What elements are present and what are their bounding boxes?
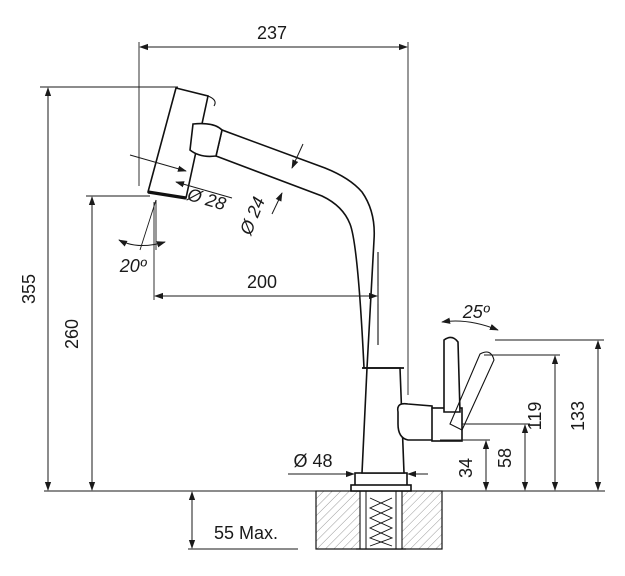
overall-width-label: 237 — [257, 23, 287, 43]
head-angle-label: 20º — [119, 256, 148, 276]
lever — [396, 336, 495, 442]
spout-height-label: 260 — [62, 319, 82, 349]
dim-spout-height: 260 — [62, 195, 150, 491]
dim-base-diameter: Ø 48 — [288, 451, 428, 478]
lever-height-58-label: 58 — [495, 448, 515, 468]
spout-diameter-label: Ø 24 — [235, 194, 269, 239]
lever-height-34-label: 34 — [456, 458, 476, 478]
head-diameter-label: Ø 28 — [184, 184, 228, 214]
lever-height-119-label: 119 — [525, 402, 545, 431]
overall-height-label: 355 — [19, 274, 39, 304]
dim-counter-thickness: 55 Max. — [188, 491, 298, 550]
faucet-body — [215, 128, 412, 492]
dim-spout-reach: 200 — [153, 202, 379, 304]
dim-head-angle: 20º — [118, 199, 166, 276]
base-diameter-label: Ø 48 — [293, 451, 332, 471]
spout-reach-label: 200 — [247, 272, 277, 292]
counter-thickness-label: 55 Max. — [214, 523, 278, 543]
dim-overall-height: 355 — [19, 86, 178, 491]
dim-lever-angle: 25º — [441, 302, 499, 331]
dim-lever-heights: 133 119 58 34 — [440, 339, 604, 491]
countertop — [315, 490, 443, 550]
lever-height-133-label: 133 — [568, 401, 588, 431]
lever-angle-label: 25º — [462, 302, 491, 322]
dim-overall-width: 237 — [138, 23, 409, 395]
spray-head — [146, 87, 223, 200]
